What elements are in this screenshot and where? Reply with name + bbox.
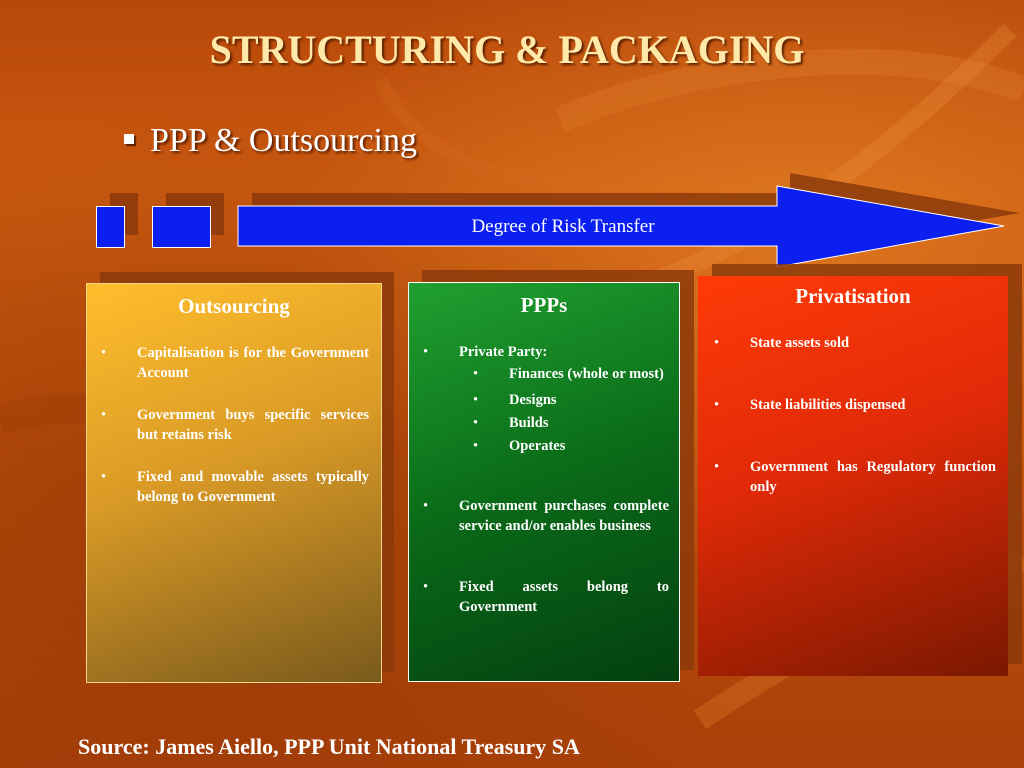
sub-list-item: •Builds [473, 415, 549, 431]
arrow-label: Degree of Risk Transfer [471, 216, 655, 237]
list-item: •Government has Regulatory function only [714, 459, 996, 495]
outsourcing-panel: Outsourcing •Capitalisation is for the G… [86, 283, 382, 683]
slide-title: STRUCTURING & PACKAGING [209, 27, 805, 72]
list-item: •Capitalisation is for the Government Ac… [101, 345, 369, 381]
list-item: •Fixed and movable assets typically belo… [101, 469, 369, 505]
ppps-panel: PPPs •Private Party: •Finances (whole or… [408, 282, 680, 682]
ppps-list: •Private Party: •Finances (whole or most… [423, 342, 669, 617]
privatisation-heading: Privatisation [795, 284, 911, 308]
slide-subtitle: PPP & Outsourcing [124, 122, 417, 160]
list-item: •Private Party: •Finances (whole or most… [423, 342, 669, 456]
list-item: •State assets sold [714, 335, 850, 351]
subtitle-text: PPP & Outsourcing [150, 122, 418, 159]
list-item: •Government buys specific services but r… [101, 407, 369, 443]
outsourcing-heading: Outsourcing [178, 294, 290, 318]
sub-list-item: •Finances (whole or most) [473, 366, 664, 382]
privatisation-list: •State assets sold •State liabilities di… [714, 333, 996, 497]
square-bullet-icon [124, 134, 134, 145]
ppps-heading: PPPs [520, 293, 568, 317]
small-square-1 [96, 206, 125, 248]
list-item: •Fixed assets belong to Government [423, 579, 669, 615]
outsourcing-list: •Capitalisation is for the Government Ac… [101, 343, 369, 507]
list-item: •State liabilities dispensed [714, 397, 906, 413]
sub-list-item: •Operates [473, 438, 566, 454]
sub-list-item: •Designs [473, 392, 557, 408]
small-square-2 [152, 206, 211, 248]
privatisation-panel: Privatisation •State assets sold •State … [698, 276, 1008, 676]
list-item: •Government purchases complete service a… [423, 498, 669, 534]
ppps-sub-list: •Finances (whole or most) •Designs •Buil… [473, 366, 669, 456]
source-citation: Source: James Aiello, PPP Unit National … [78, 734, 580, 759]
